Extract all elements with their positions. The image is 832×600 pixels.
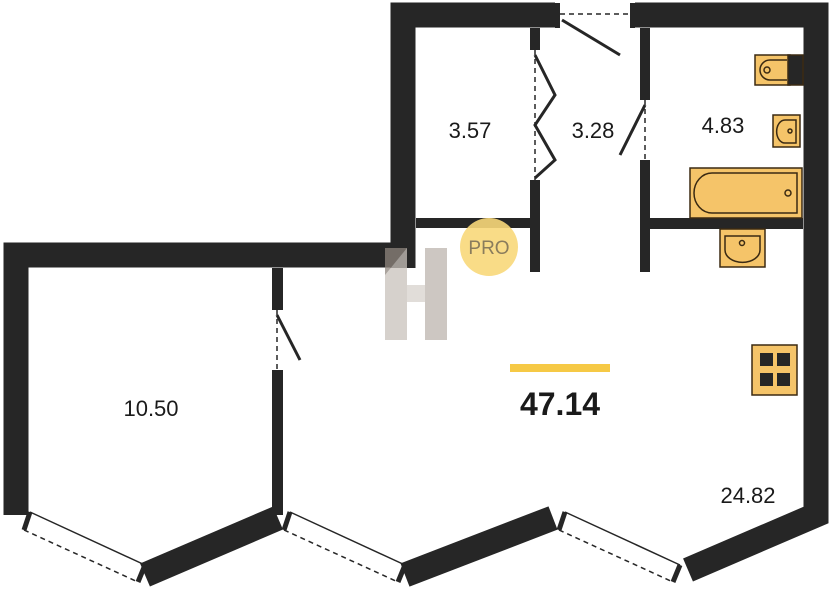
bathtub-icon	[689, 167, 803, 219]
sink-icon	[719, 228, 766, 268]
bathroom-fixtures	[689, 54, 804, 268]
room-area-bathroom: 4.83	[702, 113, 745, 138]
pro-badge-label: PRO	[468, 238, 509, 259]
outer-walls	[3, 2, 829, 587]
windows	[21, 511, 683, 583]
room-area-hallway: 3.28	[572, 118, 615, 143]
room-area-storage: 3.57	[449, 118, 492, 143]
watermark-logo	[385, 248, 447, 340]
pro-badge: PRO	[460, 218, 518, 276]
sink-icon	[772, 114, 801, 148]
room-area-living: 24.82	[720, 483, 775, 508]
total-area: 47.14	[520, 386, 600, 422]
toilet-icon	[754, 54, 804, 86]
doors	[275, 13, 647, 370]
total-area-accent-bar	[510, 364, 610, 372]
stove-icon	[751, 344, 798, 396]
room-area-bedroom: 10.50	[123, 396, 178, 421]
